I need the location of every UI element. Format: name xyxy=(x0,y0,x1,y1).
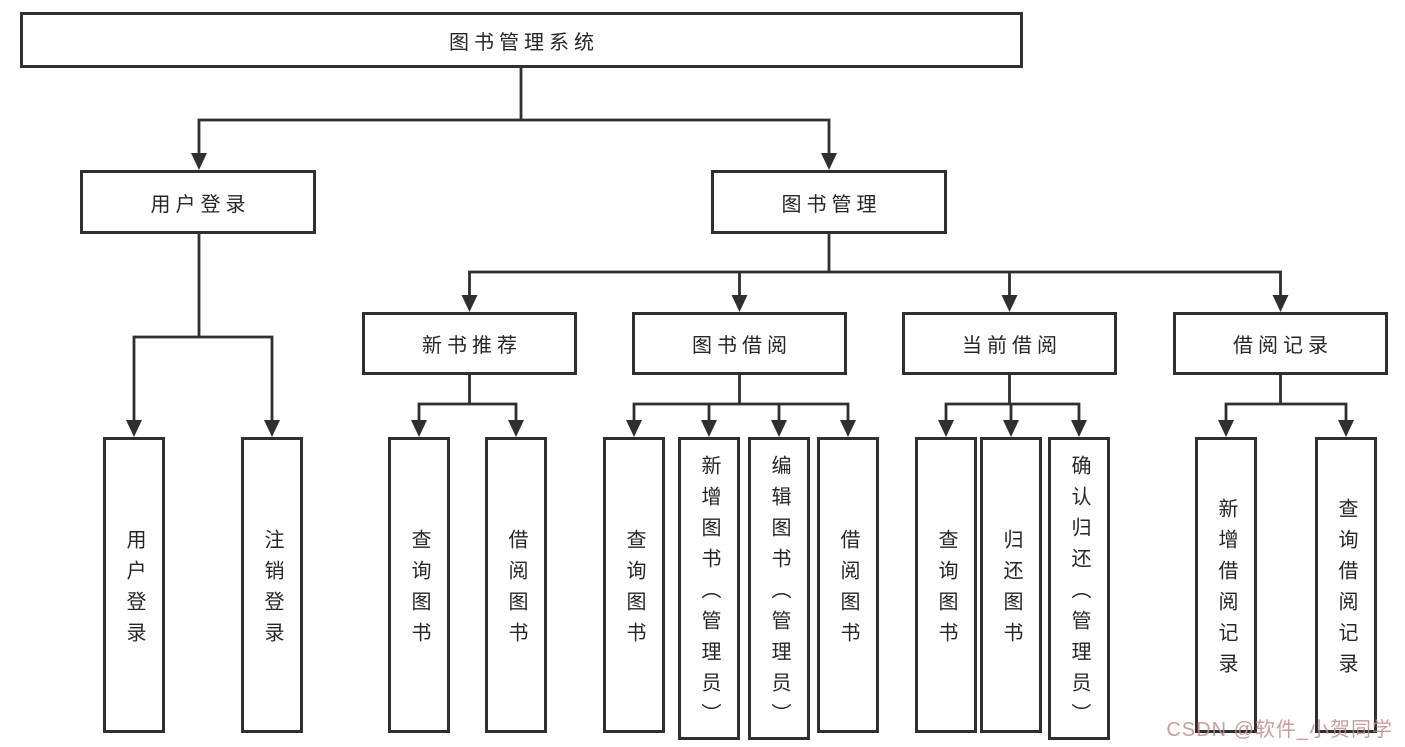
leaf-add-books-admin: 新增图书（管理员） xyxy=(678,437,740,740)
node-label: 确认归还（管理员） xyxy=(1068,454,1090,734)
leaf-logout: 注销登录 xyxy=(241,437,303,733)
node-label: 查询借阅记录 xyxy=(1335,497,1357,684)
node-label: 图书借阅 xyxy=(692,335,792,357)
leaf-confirm-return-admin: 确认归还（管理员） xyxy=(1048,437,1110,740)
node-label: 借阅图书 xyxy=(505,528,527,653)
node-book-borrow: 图书借阅 xyxy=(632,312,847,375)
node-label: 编辑图书（管理员） xyxy=(768,454,790,734)
leaf-query-borrow-record: 查询借阅记录 xyxy=(1315,437,1377,733)
leaf-add-borrow-record: 新增借阅记录 xyxy=(1195,437,1257,733)
node-label: 查询图书 xyxy=(935,528,957,653)
node-library-management-system: 图书管理系统 xyxy=(20,12,1023,68)
node-label: 新增借阅记录 xyxy=(1215,497,1237,684)
leaf-query-books: 查询图书 xyxy=(915,437,977,733)
node-current-borrow: 当前借阅 xyxy=(902,312,1117,375)
node-label: 用户登录 xyxy=(123,528,145,653)
leaf-query-books: 查询图书 xyxy=(603,437,665,733)
node-label: 借阅记录 xyxy=(1233,335,1333,357)
node-label: 图书管理系统 xyxy=(449,31,599,54)
node-label: 图书管理 xyxy=(781,193,882,216)
node-label: 查询图书 xyxy=(408,528,430,653)
leaf-borrow-books: 借阅图书 xyxy=(817,437,879,733)
leaf-edit-books-admin: 编辑图书（管理员） xyxy=(748,437,810,740)
node-borrow-record: 借阅记录 xyxy=(1173,312,1388,375)
node-user-login: 用户登录 xyxy=(80,170,316,234)
node-label: 用户登录 xyxy=(150,193,251,216)
leaf-query-books: 查询图书 xyxy=(388,437,450,733)
node-label: 归还图书 xyxy=(1000,528,1022,653)
node-label: 借阅图书 xyxy=(837,528,859,653)
csdn-watermark: CSDN @软件_小贺同学 xyxy=(1166,719,1393,741)
leaf-borrow-books: 借阅图书 xyxy=(485,437,547,733)
node-new-book-recommend: 新书推荐 xyxy=(362,312,577,375)
node-book-management: 图书管理 xyxy=(711,170,947,234)
node-label: 查询图书 xyxy=(623,528,645,653)
leaf-return-books: 归还图书 xyxy=(980,437,1042,733)
leaf-user-login: 用户登录 xyxy=(103,437,165,733)
node-label: 新书推荐 xyxy=(422,335,522,357)
node-label: 新增图书（管理员） xyxy=(698,454,720,734)
node-label: 注销登录 xyxy=(261,528,283,653)
arrowhead-group xyxy=(126,153,1354,437)
node-label: 当前借阅 xyxy=(962,335,1062,357)
